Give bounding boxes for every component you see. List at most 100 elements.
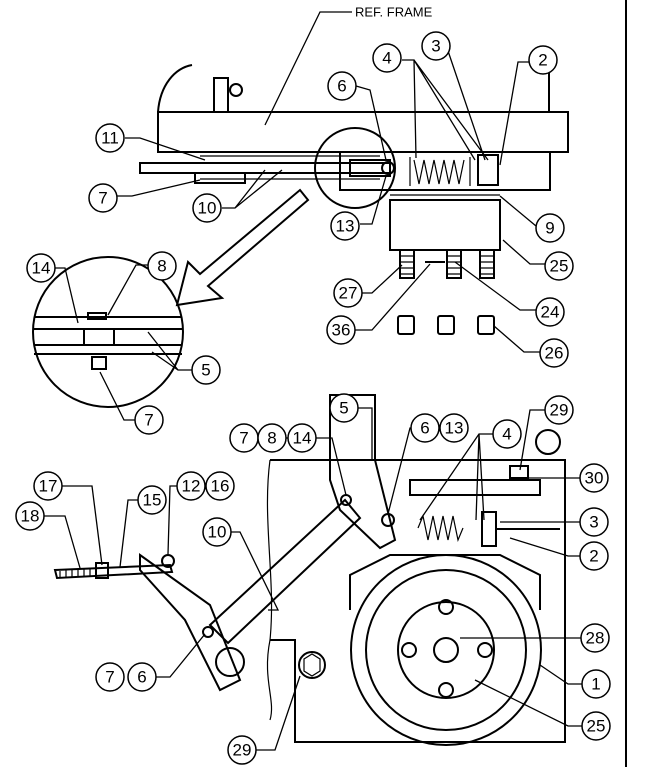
motor-bolts [399,249,495,279]
svg-text:25: 25 [587,717,606,736]
callout-25-top: 25 [544,251,574,281]
rod [53,563,174,580]
callout-26-top: 26 [539,338,569,368]
motor-strap [349,554,541,610]
svg-text:26: 26 [545,344,564,363]
loose-nuts [397,315,495,335]
callout-12-bottom: 12 [176,471,206,501]
svg-text:30: 30 [585,469,604,488]
detail-bar-top [34,316,182,330]
callout-15-bottom: 15 [137,485,167,515]
svg-text:11: 11 [101,129,119,148]
svg-text:7: 7 [105,668,114,687]
svg-text:2: 2 [538,51,547,70]
frame-curve [157,64,193,113]
svg-text:9: 9 [545,219,554,238]
pivot-block [349,159,391,177]
frame-hole [229,83,243,97]
callout-9-top: 9 [535,213,565,243]
frame-post [213,77,229,112]
callout-28-bottom: 28 [580,623,610,653]
svg-text:25: 25 [550,257,569,276]
svg-text:6: 6 [137,668,146,687]
callout-6-top: 6 [327,71,357,101]
callout-13-bottom: 13 [439,413,469,443]
svg-text:29: 29 [233,741,252,760]
detail-bushing [83,328,115,346]
bottom-view [53,394,566,746]
top-view [139,60,569,335]
callout-13-top: 13 [330,211,360,241]
svg-text:13: 13 [336,217,355,236]
callout-10-top: 10 [192,193,222,223]
callout-11-top: 11 [95,123,125,153]
svg-text:18: 18 [21,507,40,526]
hub-bolt-3 [477,642,493,658]
arm-bar [139,162,391,174]
base-break-low [266,639,273,721]
detail-pin [91,356,107,370]
svg-text:7: 7 [144,411,153,430]
detail-arrow [175,188,310,307]
svg-text:1: 1 [591,675,600,694]
svg-text:3: 3 [589,513,598,532]
top-hole [535,429,561,455]
detail-circle [32,256,184,408]
svg-text:6: 6 [420,419,429,438]
hub-bolt-4 [438,682,454,698]
callout-7-bottom: 7 [95,662,125,692]
svg-text:17: 17 [39,477,58,496]
svg-text:15: 15 [143,491,162,510]
callout-4-bottom: 4 [492,419,522,449]
bracket-hole [215,647,245,677]
callout-4-top: 4 [372,43,402,73]
pulley-outer [350,554,542,746]
hub-bolt-2 [401,642,417,658]
callouts-bottom: 1 2 3 4 5 6 6 7 7 8 10 12 13 14 15 16 17… [15,393,611,765]
svg-text:7: 7 [239,429,248,448]
callout-14-bottom: 14 [287,423,317,453]
svg-text:14: 14 [293,429,312,448]
callout-8-detail: 8 [147,251,177,281]
svg-text:24: 24 [541,303,560,322]
hex-nut-inner [303,653,321,677]
rod-thread [59,569,91,577]
callout-1-bottom: 1 [581,669,611,699]
top-bolt [509,465,529,479]
adjust-nut [477,154,499,186]
callouts-top: 2 3 4 6 7 9 10 11 13 24 25 26 27 36 [88,31,574,368]
detail-source-circle [314,127,396,209]
callout-14-detail: 14 [26,253,56,283]
svg-text:4: 4 [382,49,391,68]
hex-nut [298,651,326,679]
spring-plates [409,157,471,186]
leader-lines [36,11,582,751]
callout-6-right: 6 [410,413,440,443]
svg-text:10: 10 [198,199,217,218]
arm-bracket [194,172,246,184]
callout-18-bottom: 18 [15,501,45,531]
callout-5-bottom: 5 [329,393,359,423]
callout-25-bottom: 25 [581,711,611,741]
callout-29-top: 29 [544,395,574,425]
callout-7-detail: 7 [134,405,164,435]
svg-text:14: 14 [32,259,51,278]
spring-coil [413,159,465,185]
callout-7-upper: 7 [229,423,259,453]
svg-text:27: 27 [339,284,358,303]
hub-bolt-1 [438,599,454,615]
arm-edges [200,155,380,180]
detail-washer [87,312,107,320]
svg-text:8: 8 [267,429,276,448]
pulley-inner [365,569,527,731]
spring-housing [339,151,551,191]
svg-text:28: 28 [586,629,605,648]
callouts-detail: 5 7 8 14 [26,251,221,435]
svg-text:10: 10 [208,523,227,542]
svg-text:5: 5 [339,399,348,418]
ref-frame-label: REF. FRAME [355,5,433,20]
ref-frame-plate [157,111,569,153]
callout-10-bottom: 10 [202,517,232,547]
svg-text:8: 8 [157,257,166,276]
